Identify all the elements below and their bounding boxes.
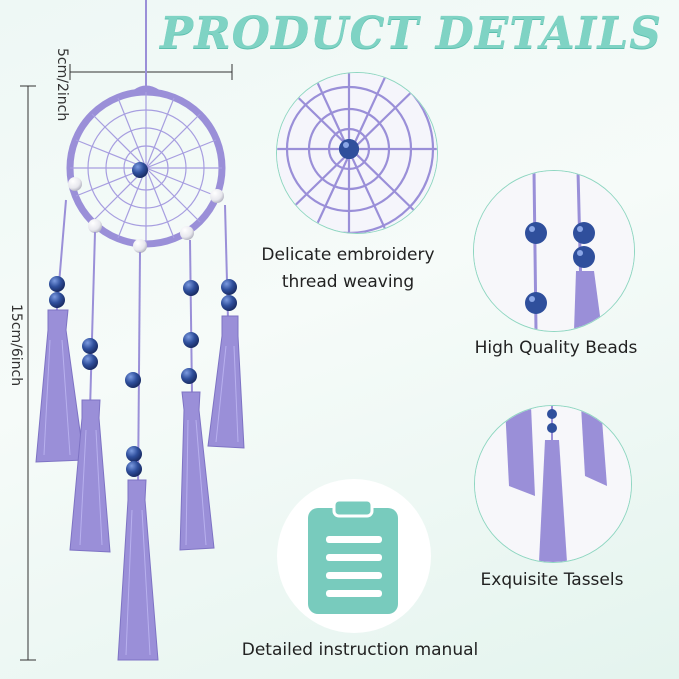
manual-icon-circle bbox=[276, 478, 432, 634]
feature-caption-weaving: Delicate embroidery thread weaving bbox=[261, 245, 435, 292]
tassels-closeup-image bbox=[475, 406, 631, 562]
pearl-bead bbox=[133, 239, 147, 253]
clipboard-icon bbox=[277, 479, 431, 633]
feature-caption-tassels: Exquisite Tassels bbox=[480, 570, 624, 590]
tassels-closeup-circle bbox=[474, 405, 632, 563]
pearl-bead bbox=[68, 177, 82, 191]
beads-closeup-image bbox=[474, 171, 634, 331]
feature-caption-manual: Detailed instruction manual bbox=[241, 640, 479, 660]
web-closeup-image bbox=[277, 73, 437, 233]
pearl-bead bbox=[180, 226, 194, 240]
string-beads bbox=[49, 276, 237, 477]
pearl-bead bbox=[210, 189, 224, 203]
pearl-bead bbox=[88, 219, 102, 233]
web-closeup-circle bbox=[276, 72, 438, 234]
feature-caption-beads: High Quality Beads bbox=[474, 338, 638, 358]
center-bead bbox=[132, 162, 148, 178]
page-title: PRODUCT DETAILS bbox=[160, 8, 663, 59]
beads-closeup-circle bbox=[473, 170, 635, 332]
